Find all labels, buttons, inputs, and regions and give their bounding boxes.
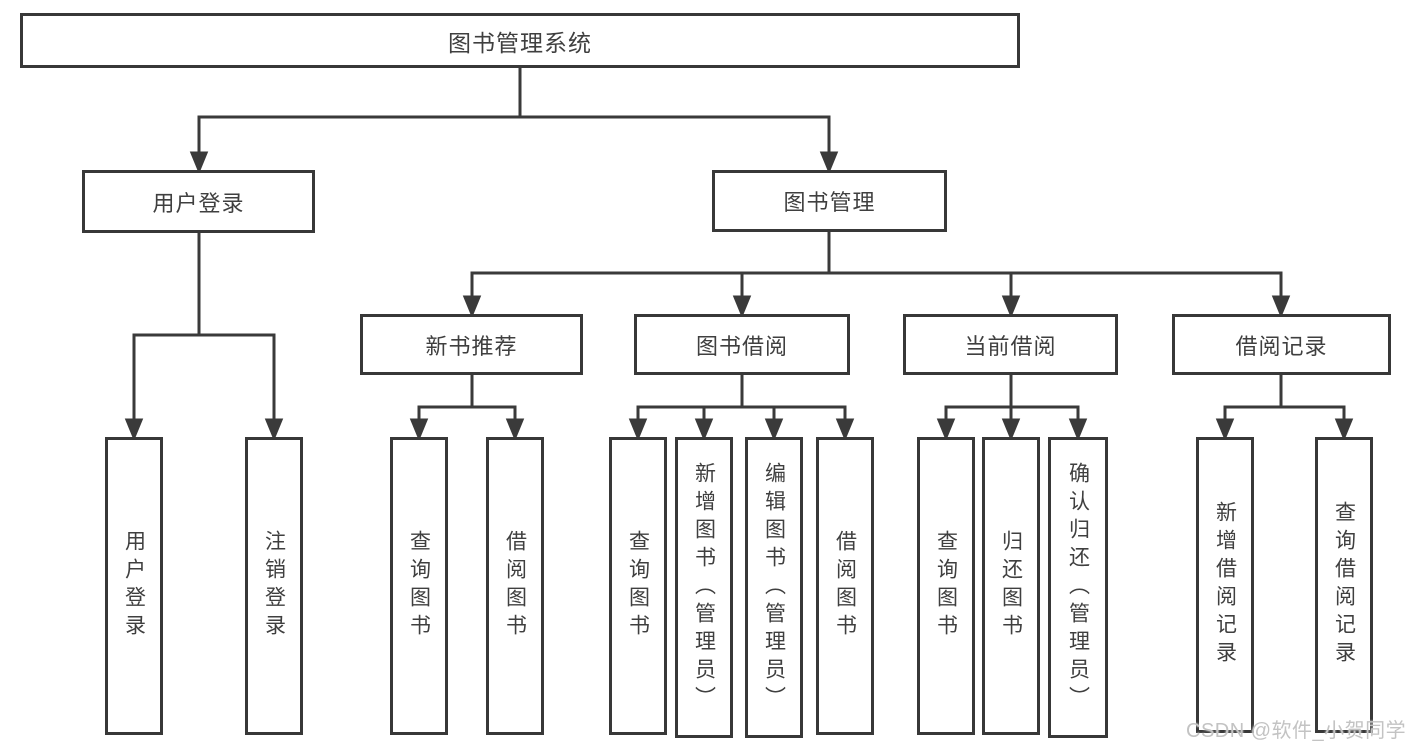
arrow-down-icon (1001, 295, 1021, 318)
node-book-management: 图书管理 (712, 170, 947, 232)
node-current-borrowing: 当前借阅 (903, 314, 1118, 375)
arrow-down-icon (694, 418, 714, 441)
node-label: 新书推荐 (425, 333, 518, 359)
node-label: 用户登录 (152, 190, 245, 216)
connector-book-borrow-to-leaves (628, 375, 855, 441)
arrow-down-icon (264, 418, 284, 441)
arrow-down-icon (628, 418, 648, 441)
leaf-user-login: 用户登录 (105, 437, 163, 735)
leaf-edit-books-admin: 编辑图书（管理员） (745, 437, 803, 738)
connector-current-borrow-to-leaves (936, 375, 1088, 441)
leaf-logout: 注销登录 (245, 437, 303, 735)
arrow-down-icon (124, 418, 144, 441)
node-label: 图书管理系统 (448, 29, 592, 56)
leaf-return-books: 归还图书 (982, 437, 1040, 735)
arrow-down-icon (462, 295, 482, 318)
leaf-label: 确认归还（管理员） (1066, 461, 1090, 714)
leaf-label: 查询图书 (934, 530, 958, 642)
connector-user-login-to-leaves (124, 233, 284, 441)
node-book-borrowing: 图书借阅 (634, 314, 850, 375)
leaf-label: 借阅图书 (833, 530, 857, 642)
leaf-label: 查询图书 (626, 530, 650, 642)
arrow-down-icon (1068, 418, 1088, 441)
connector-root-to-branches (189, 68, 839, 174)
leaf-label: 借阅图书 (503, 530, 527, 642)
node-new-book-recommendation: 新书推荐 (360, 314, 583, 375)
node-label: 借阅记录 (1235, 333, 1328, 359)
connector-new-book-to-leaves (409, 375, 525, 441)
leaf-query-borrow-record: 查询借阅记录 (1315, 437, 1373, 733)
arrow-down-icon (764, 418, 784, 441)
node-label: 当前借阅 (964, 333, 1057, 359)
leaf-query-books-recommend: 查询图书 (390, 437, 448, 735)
node-borrowing-records: 借阅记录 (1172, 314, 1391, 375)
leaf-label: 查询借阅记录 (1332, 501, 1356, 669)
arrow-down-icon (505, 418, 525, 441)
leaf-borrow-books-recommend: 借阅图书 (486, 437, 544, 735)
arrow-down-icon (1001, 418, 1021, 441)
leaf-label: 查询图书 (407, 530, 431, 642)
node-user-login: 用户登录 (82, 170, 315, 233)
leaf-add-borrow-record: 新增借阅记录 (1196, 437, 1254, 733)
leaf-query-books-current: 查询图书 (917, 437, 975, 735)
connector-borrow-records-to-leaves (1215, 375, 1354, 441)
leaf-query-books-borrowing: 查询图书 (609, 437, 667, 735)
node-label: 图书借阅 (695, 333, 788, 359)
arrow-down-icon (1334, 418, 1354, 441)
arrow-down-icon (732, 295, 752, 318)
arrow-down-icon (189, 151, 209, 174)
arrow-down-icon (936, 418, 956, 441)
leaf-label: 用户登录 (122, 530, 146, 642)
csdn-watermark: CSDN @软件_小贺同学 (1186, 720, 1405, 742)
leaf-label: 归还图书 (999, 530, 1023, 642)
connector-book-management-to-sections (462, 232, 1291, 318)
leaf-label: 编辑图书（管理员） (762, 461, 786, 714)
leaf-borrow-books-borrowing: 借阅图书 (816, 437, 874, 735)
arrow-down-icon (819, 151, 839, 174)
leaf-label: 新增借阅记录 (1213, 501, 1237, 669)
arrow-down-icon (1271, 295, 1291, 318)
arrow-down-icon (409, 418, 429, 441)
leaf-confirm-return-admin: 确认归还（管理员） (1048, 437, 1108, 738)
arrow-down-icon (1215, 418, 1235, 441)
node-label: 图书管理 (783, 190, 876, 215)
arrow-down-icon (835, 418, 855, 441)
leaf-add-books-admin: 新增图书（管理员） (675, 437, 733, 738)
node-library-system: 图书管理系统 (20, 13, 1020, 68)
leaf-label: 新增图书（管理员） (692, 461, 716, 714)
leaf-label: 注销登录 (262, 530, 286, 642)
